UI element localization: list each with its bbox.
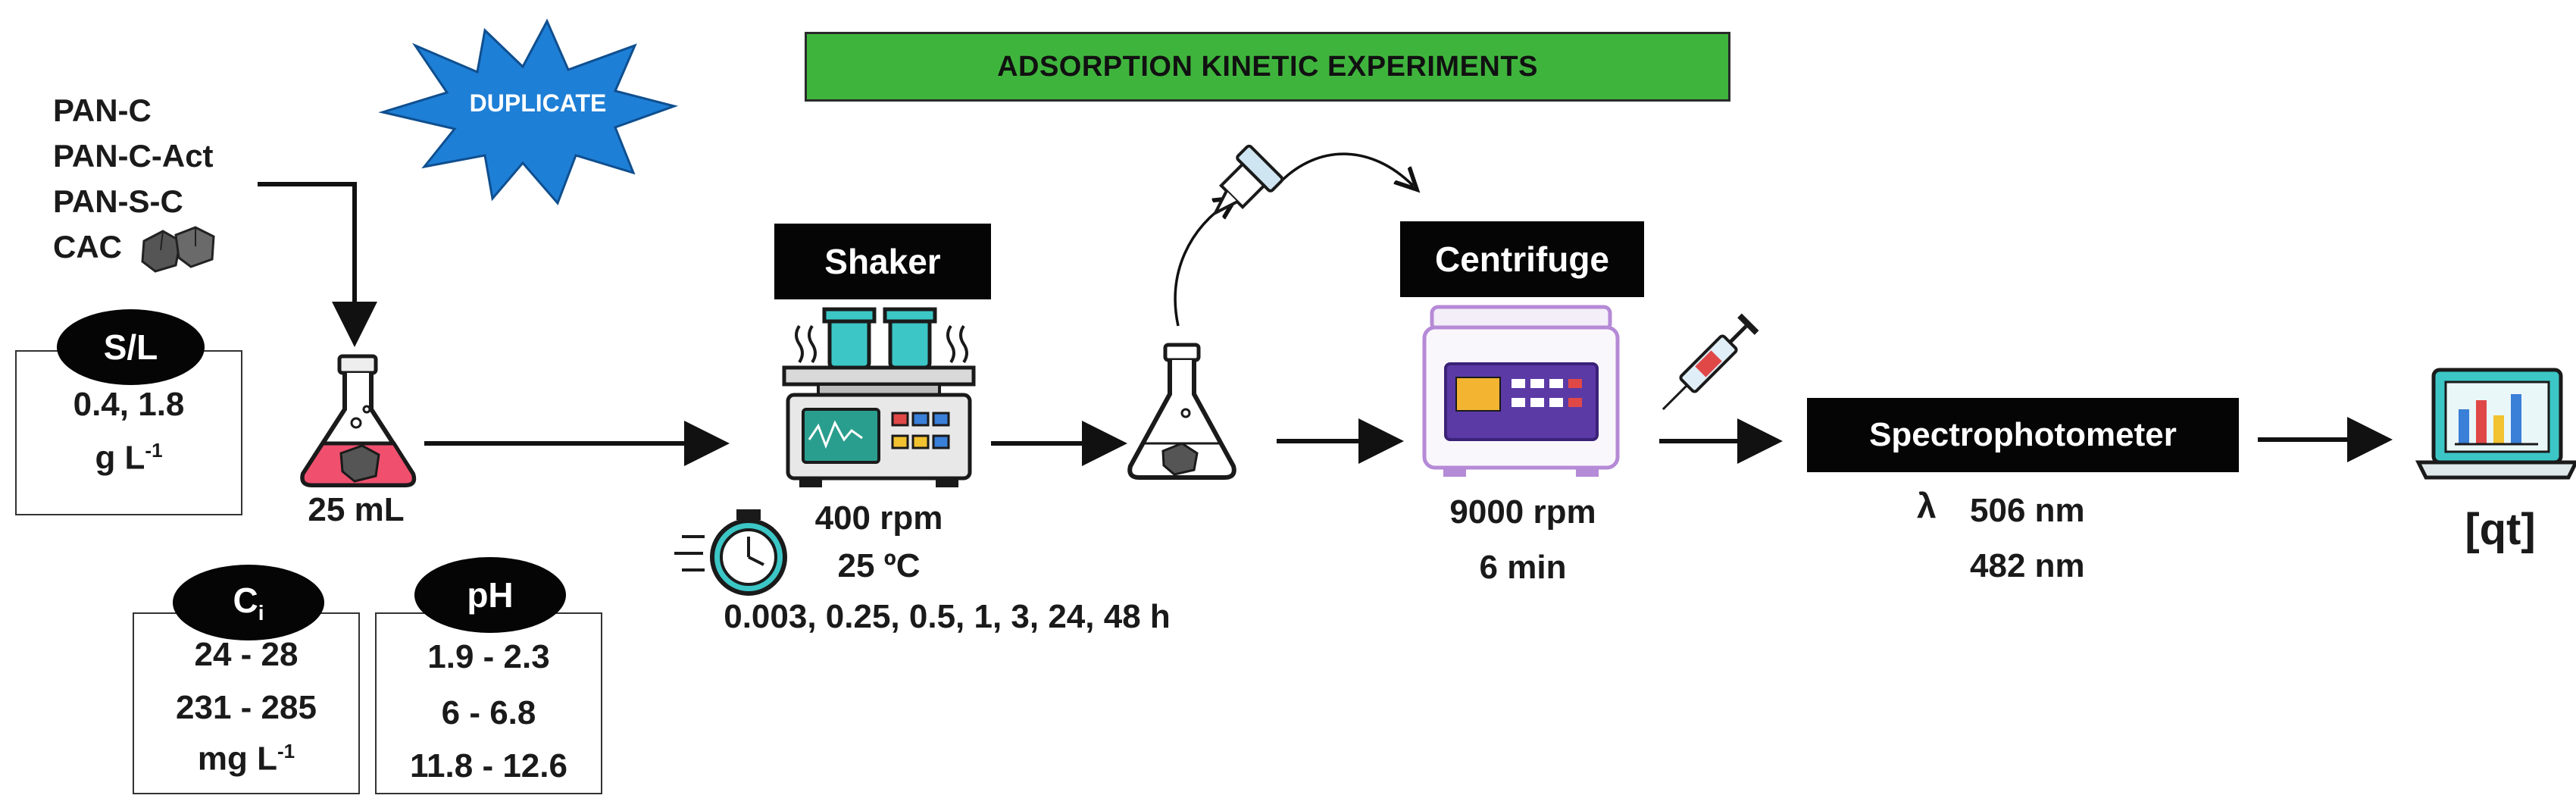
sl-badge: S/L (57, 309, 205, 385)
ci-badge: Ci (173, 565, 324, 640)
sl-label: S/L (103, 327, 158, 367)
sl-value: 0.4, 1.8 (73, 386, 185, 423)
arrow-materials-to-flask (258, 182, 377, 347)
ci-label: Ci (233, 580, 264, 625)
shaker-times: 0.003, 0.25, 0.5, 1, 3, 24, 48 h (724, 598, 1171, 635)
ci-value: 24 - 28 (194, 636, 299, 673)
shaker-temperature: 25 ºC (837, 547, 921, 584)
page-title: ADSORPTION KINETIC EXPERIMENTS (997, 50, 1538, 83)
arrow-curve-over (1279, 152, 1413, 186)
centrifuge-speed: 9000 rpm (1449, 493, 1596, 531)
wavelength-2: 482 nm (1970, 547, 2085, 584)
shaker-label: Shaker (774, 224, 991, 299)
flask-volume: 25 mL (308, 491, 405, 528)
title-banner: ADSORPTION KINETIC EXPERIMENTS (805, 32, 1730, 102)
lambda-symbol: λ (1917, 486, 1937, 525)
ph-box (375, 612, 602, 794)
ci-unit: mg L-1 (197, 740, 295, 778)
ci-value: 231 - 285 (176, 689, 317, 726)
material-item: PAN-C (53, 92, 152, 128)
shaker-speed: 400 rpm (814, 499, 943, 537)
material-item: PAN-S-C (53, 183, 183, 219)
ph-value: 6 - 6.8 (441, 694, 536, 731)
spectro-label: Spectrophotometer (1807, 398, 2239, 472)
result-label: [qt] (2465, 505, 2536, 554)
ph-label: pH (467, 575, 514, 615)
centrifuge-time: 6 min (1479, 549, 1567, 586)
material-item: PAN-C-Act (53, 138, 214, 174)
centrifuge-label: Centrifuge (1400, 221, 1644, 297)
sl-unit: g L-1 (95, 439, 163, 477)
wavelength-1: 506 nm (1970, 492, 2085, 529)
ph-badge: pH (414, 557, 566, 633)
material-item: CAC (53, 229, 122, 265)
ph-value: 11.8 - 12.6 (410, 747, 567, 784)
ph-value: 1.9 - 2.3 (427, 638, 550, 675)
ci-box (133, 612, 360, 794)
duplicate-label: DUPLICATE (469, 89, 607, 117)
